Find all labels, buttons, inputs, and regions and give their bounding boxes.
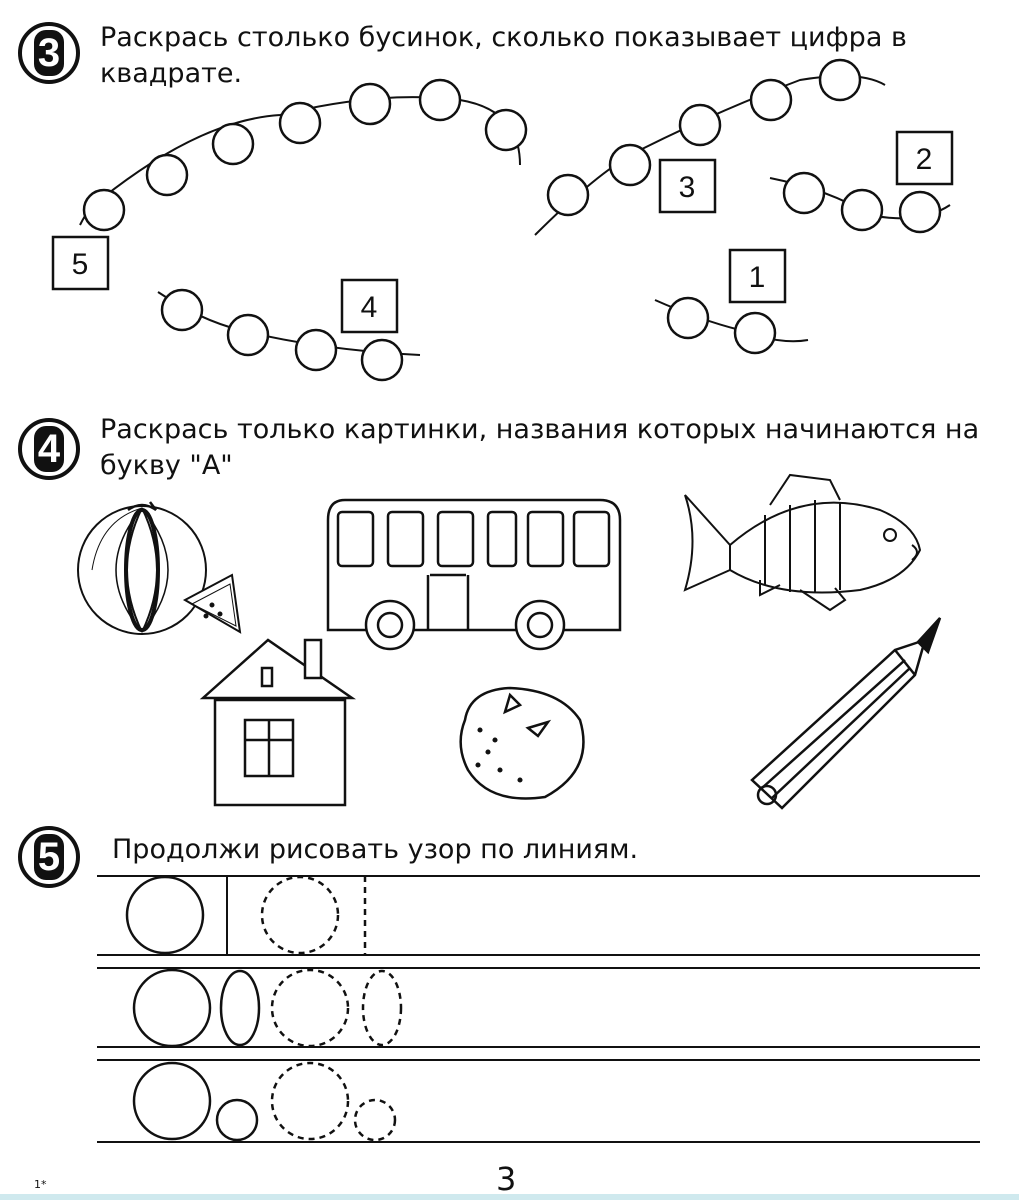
exercise-4-instruction: Раскрась только картинки, названия котор… bbox=[100, 414, 980, 481]
exercise-5-number: 5 bbox=[34, 834, 64, 880]
number-label-4: 4 bbox=[361, 291, 378, 324]
pattern-oval bbox=[219, 969, 261, 1047]
exercise-5-instruction: Продолжи рисовать узор по линиям. bbox=[112, 834, 639, 865]
bead[interactable] bbox=[418, 78, 462, 122]
bead[interactable] bbox=[840, 188, 884, 232]
exercise-5-number-badge: 5 bbox=[18, 826, 80, 888]
bead[interactable] bbox=[749, 78, 793, 122]
page-number: 3 bbox=[496, 1160, 517, 1198]
bottom-edge-strip bbox=[0, 1194, 1019, 1200]
pattern-circle-dashed[interactable] bbox=[270, 1061, 350, 1141]
pattern-circle-dashed[interactable] bbox=[260, 875, 340, 955]
house-picture[interactable] bbox=[199, 638, 357, 807]
bead[interactable] bbox=[211, 122, 255, 166]
pencil-picture[interactable] bbox=[750, 617, 942, 810]
number-label-2: 2 bbox=[916, 143, 933, 176]
bead[interactable] bbox=[546, 173, 590, 217]
number-box-5 bbox=[51, 235, 110, 291]
exercise-4-number-badge: 4 bbox=[18, 418, 80, 480]
exercise-4-number: 4 bbox=[34, 426, 64, 472]
number-label-3: 3 bbox=[679, 171, 696, 204]
exercise-3-beads-drawing: 5 4 3 2 1 bbox=[51, 58, 954, 382]
bead[interactable] bbox=[782, 171, 826, 215]
pattern-circle bbox=[132, 968, 212, 1048]
bead[interactable] bbox=[360, 338, 404, 382]
orange-picture[interactable] bbox=[459, 686, 585, 800]
bead[interactable] bbox=[678, 103, 722, 147]
number-label-1: 1 bbox=[749, 261, 766, 294]
pattern-circle bbox=[125, 875, 205, 955]
pattern-circle-dashed[interactable] bbox=[270, 968, 350, 1048]
number-box-3 bbox=[658, 158, 717, 214]
bead[interactable] bbox=[226, 313, 270, 357]
watermelon-picture[interactable] bbox=[77, 501, 242, 635]
number-label-5: 5 bbox=[72, 248, 89, 281]
exercise-3-number: 3 bbox=[34, 30, 64, 76]
bead[interactable] bbox=[898, 190, 942, 234]
pattern-circle bbox=[132, 1061, 212, 1141]
bead[interactable] bbox=[666, 296, 710, 340]
bead[interactable] bbox=[348, 82, 392, 126]
pattern-small-circle bbox=[215, 1098, 259, 1142]
bus-picture[interactable] bbox=[326, 498, 622, 651]
bead[interactable] bbox=[733, 311, 777, 355]
bead[interactable] bbox=[294, 328, 338, 372]
exercise-4-pictures bbox=[77, 473, 942, 810]
bead[interactable] bbox=[484, 108, 528, 152]
exercise-3-instruction: Раскрась столько бусинок, сколько показы… bbox=[100, 22, 907, 89]
exercise-3-number-badge: 3 bbox=[18, 22, 80, 84]
bead[interactable] bbox=[608, 143, 652, 187]
fish-picture[interactable] bbox=[683, 473, 922, 612]
bead[interactable] bbox=[145, 153, 189, 197]
bead[interactable] bbox=[278, 101, 322, 145]
bead[interactable] bbox=[82, 188, 126, 232]
pattern-oval-dashed[interactable] bbox=[361, 969, 403, 1047]
bead[interactable] bbox=[160, 288, 204, 332]
footer-mark: 1* bbox=[34, 1178, 47, 1191]
bead[interactable] bbox=[818, 58, 862, 102]
pattern-small-circle-dashed[interactable] bbox=[353, 1098, 397, 1142]
number-box-2 bbox=[895, 130, 954, 186]
number-box-4 bbox=[340, 278, 399, 334]
number-box-1 bbox=[728, 248, 787, 304]
